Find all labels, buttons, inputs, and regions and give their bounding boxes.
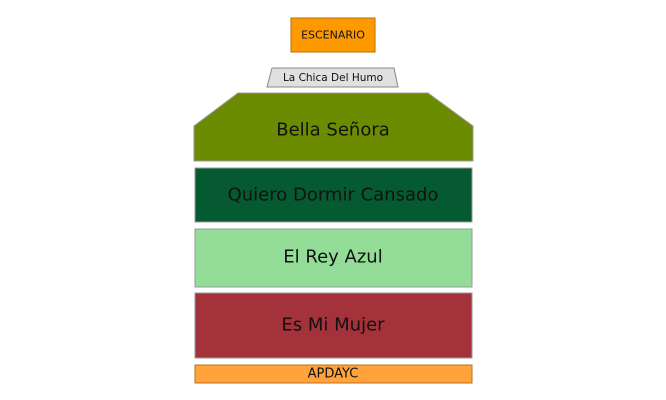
zone-apdayc[interactable]: APDAYC [194,364,473,384]
stage: ESCENARIO [290,17,376,53]
zone-es-mi-mujer[interactable]: Es Mi Mujer [194,292,473,359]
zone-quiero-dormir-cansado[interactable]: Quiero Dormir Cansado [194,167,473,223]
stage-label: ESCENARIO [301,29,365,42]
zone-la-chica-del-humo[interactable]: La Chica Del Humo [266,67,399,88]
zone-label: El Rey Azul [283,247,382,268]
zone-bella-senora[interactable]: Bella Señora [193,92,474,162]
zone-label: Quiero Dormir Cansado [228,185,439,206]
zone-label: Bella Señora [276,120,390,141]
zone-el-rey-azul[interactable]: El Rey Azul [194,228,473,288]
zone-label: La Chica Del Humo [283,72,383,84]
zone-label: Es Mi Mujer [281,315,385,336]
zone-label: APDAYC [308,367,359,382]
